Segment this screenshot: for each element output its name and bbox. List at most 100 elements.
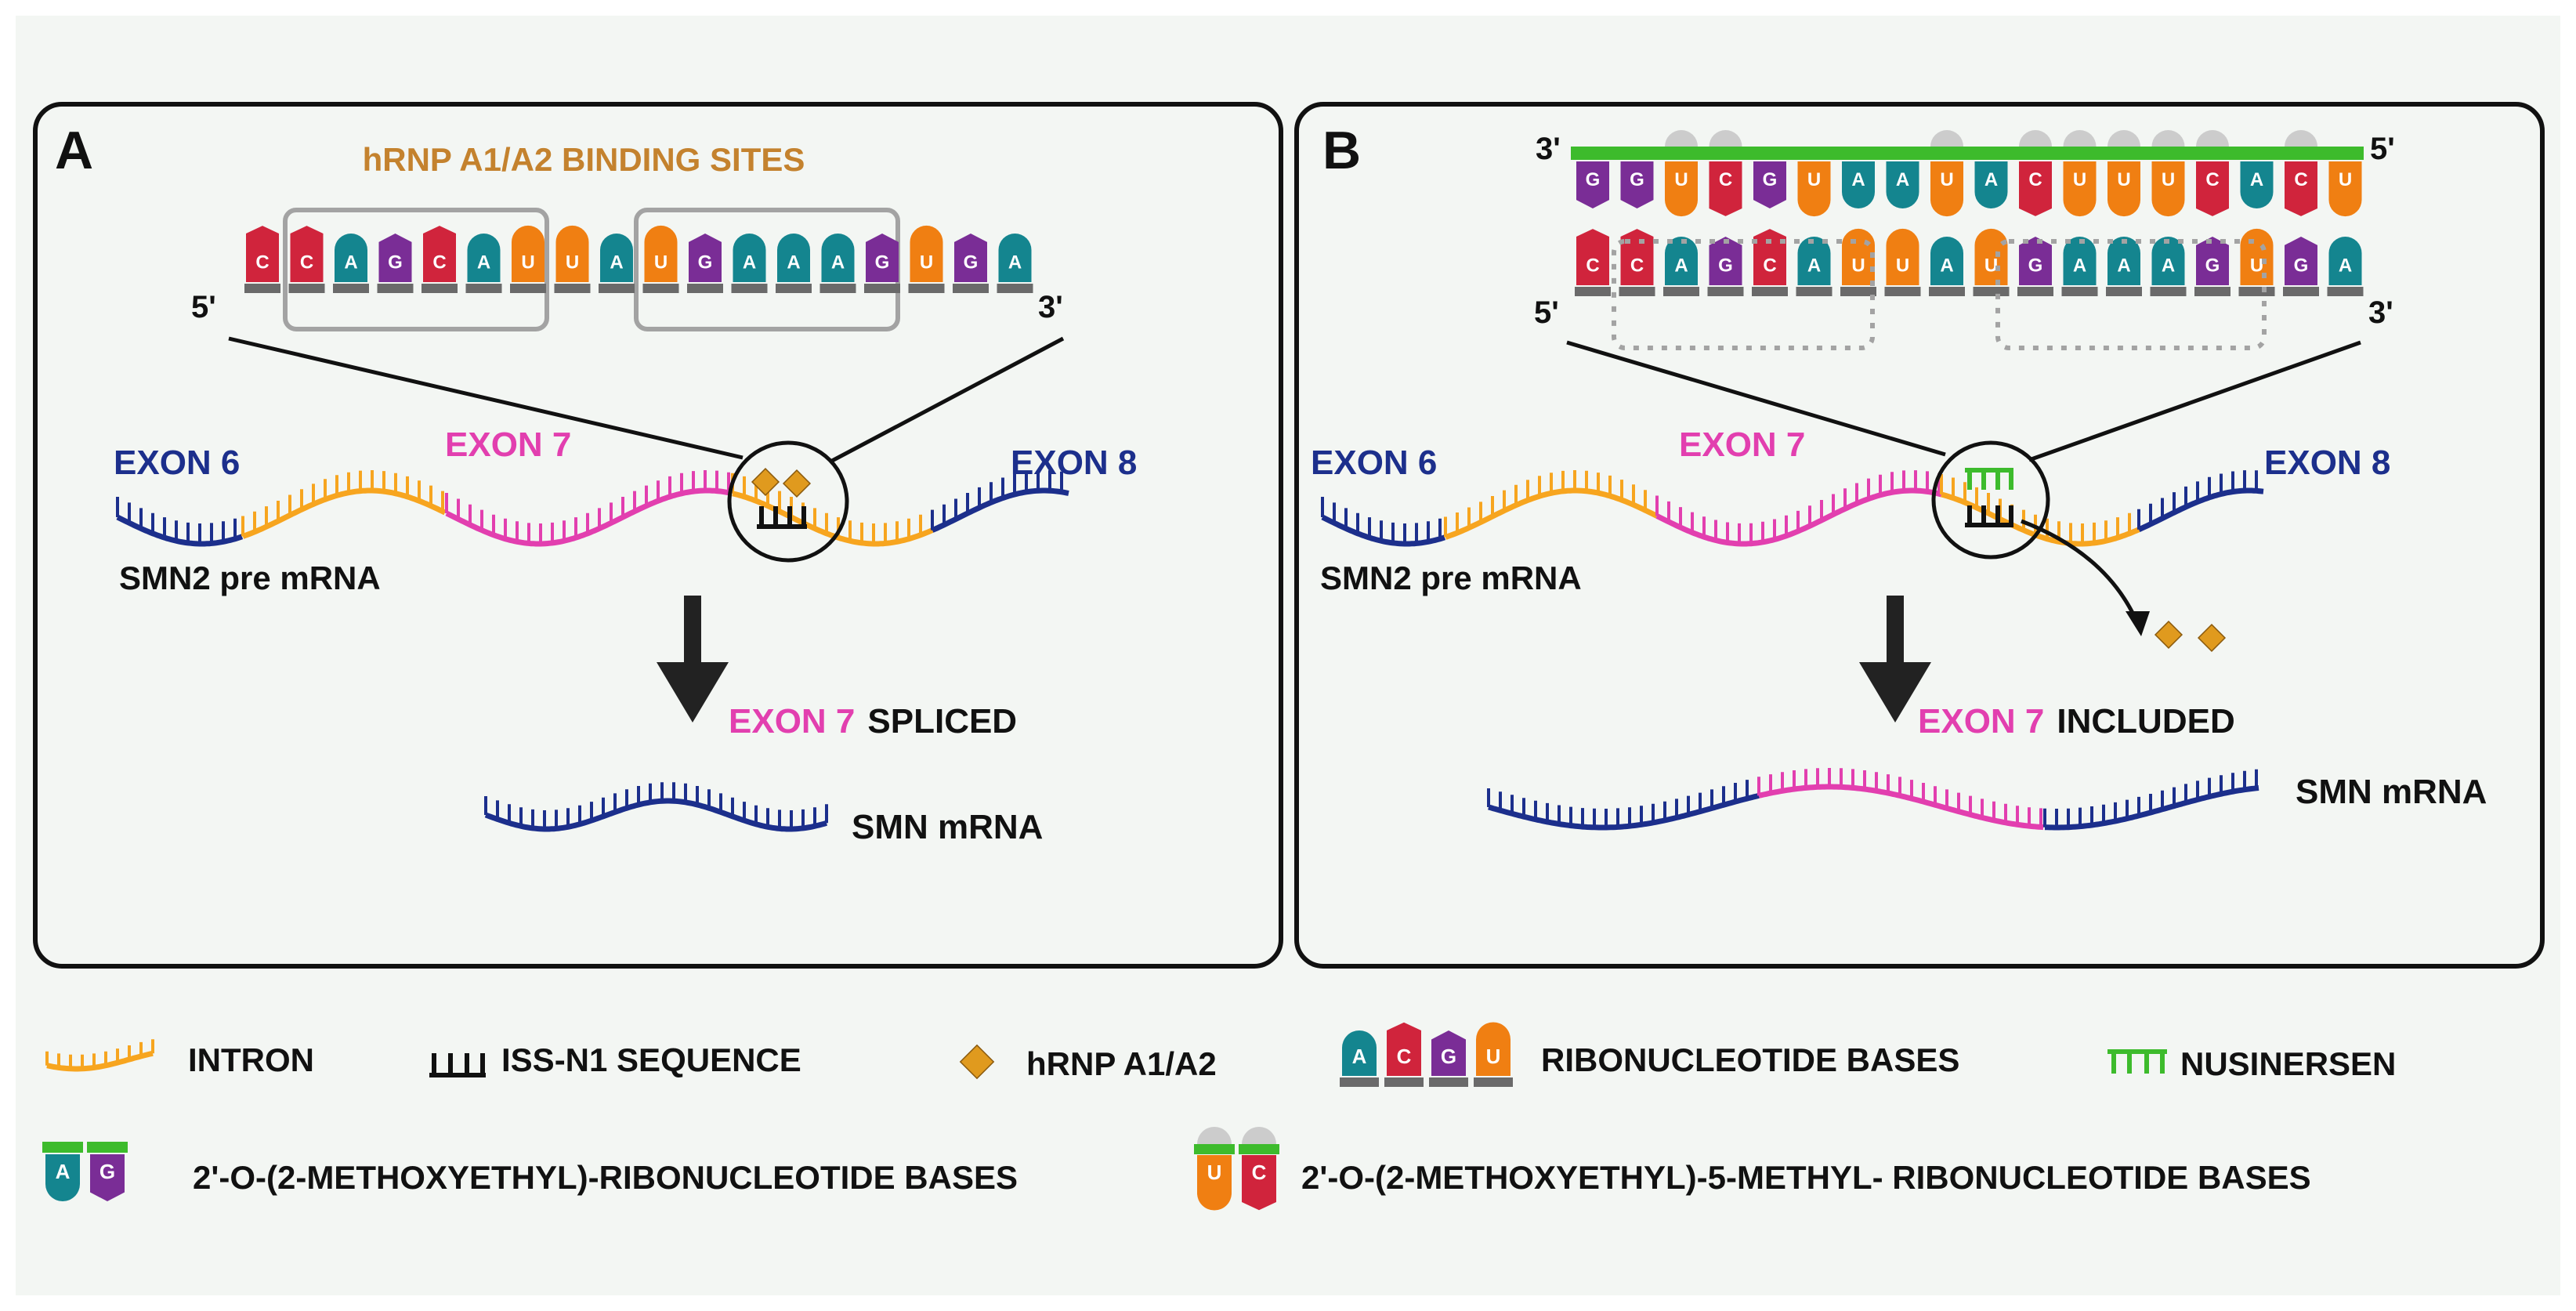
panel-b-5prime-label: 5' <box>1534 295 1559 330</box>
base-a: A <box>1886 161 1919 208</box>
base-letter: A <box>1352 1045 1367 1068</box>
base-u: U <box>2151 161 2185 217</box>
base-a: A <box>600 234 633 282</box>
base-a: A <box>335 234 367 282</box>
base-letter: G <box>875 252 890 273</box>
base-letter: A <box>2117 255 2130 277</box>
base-letter: A <box>610 252 623 273</box>
base-a: A <box>2063 237 2097 285</box>
base-letter: G <box>964 252 979 273</box>
exon8-label: EXON 8 <box>1011 444 1137 482</box>
base-a: A <box>1930 237 1963 285</box>
base-letter: U <box>654 252 668 273</box>
base-letter: A <box>1851 169 1865 190</box>
binding-sites-title: hRNP A1/A2 BINDING SITES <box>363 141 805 178</box>
base-letter: A <box>1807 255 1821 277</box>
backbone-segment <box>244 284 280 293</box>
base-a: A <box>45 1154 80 1201</box>
strand-segment <box>484 798 828 832</box>
legend-iss-label: ISS-N1 SEQUENCE <box>501 1041 801 1078</box>
strand-segment <box>2137 487 2264 532</box>
result-label: EXON 7 SPLICED <box>729 702 1017 741</box>
backbone-segment <box>642 284 679 293</box>
methyl-cap <box>2063 130 2097 147</box>
panel-a-3prime-label: 3' <box>1038 290 1063 324</box>
legend-ribonucleotide-label: RIBONUCLEOTIDE BASES <box>1541 1041 1959 1078</box>
base-g: G <box>1576 161 1609 208</box>
base-letter: U <box>566 252 579 273</box>
panel-b-frame <box>1294 102 2545 969</box>
backbone-segment <box>2283 287 2319 296</box>
base-g: G <box>378 234 412 282</box>
hrnp-a1a2-diamond <box>2154 620 2183 650</box>
base-letter: C <box>1586 255 1599 277</box>
base-g: G <box>1709 237 1742 285</box>
base-letter: G <box>99 1160 115 1183</box>
exon7-label: EXON 7 <box>445 426 571 464</box>
base-g: G <box>90 1154 125 1201</box>
strand-ticks <box>45 1039 154 1069</box>
panel-b-letter: B <box>1322 121 1361 180</box>
strand-ticks <box>1655 470 1941 544</box>
backbone-segment <box>1340 1077 1379 1087</box>
strand-ticks <box>241 470 444 537</box>
base-g: G <box>2019 237 2052 285</box>
base-letter: A <box>1674 255 1688 277</box>
base-letter: U <box>1984 255 1998 277</box>
exon8-label: EXON 8 <box>2264 444 2390 482</box>
base-letter: U <box>2339 169 2352 190</box>
moe-backbone <box>1194 1144 1235 1154</box>
base-letter: C <box>432 252 446 273</box>
exon7-label: EXON 7 <box>1679 426 1805 464</box>
backbone-segment <box>288 284 325 293</box>
zoom-circle <box>727 440 849 563</box>
backbone-segment <box>1429 1077 1468 1087</box>
backbone-segment <box>1929 287 1965 296</box>
base-letter: U <box>2117 169 2130 190</box>
base-letter: G <box>1586 169 1601 190</box>
base-letter: G <box>2028 255 2043 277</box>
result-word: SPLICED <box>867 702 1017 741</box>
base-u: U <box>555 225 589 282</box>
legend-moe-label: 2'-O-(2-METHOXYETHYL)-RIBONUCLEOTIDE BAS… <box>193 1159 1018 1196</box>
methyl-cap <box>2196 130 2229 147</box>
methyl-cap <box>1709 130 1742 147</box>
backbone-segment <box>554 284 591 293</box>
base-letter: U <box>1851 255 1865 277</box>
base-c: C <box>2285 161 2317 216</box>
base-letter: U <box>1896 255 1909 277</box>
base-u: U <box>1197 1155 1232 1211</box>
product-label: SMN mRNA <box>852 808 1043 846</box>
base-letter: U <box>1674 169 1688 190</box>
base-u: U <box>1797 161 1831 217</box>
backbone-segment <box>2238 287 2275 296</box>
base-a: A <box>2107 237 2140 285</box>
legend-nusinersen-icon <box>2107 1049 2167 1074</box>
base-u: U <box>1665 161 1698 217</box>
panel-a-frame <box>33 102 1283 969</box>
backbone-segment <box>2106 287 2142 296</box>
result-exon: EXON 7 <box>729 702 855 741</box>
product-label: SMN mRNA <box>2296 773 2487 811</box>
pre-mrna-label: SMN2 pre mRNA <box>119 560 381 596</box>
methyl-cap <box>2019 130 2052 147</box>
iss-n1-mark <box>757 506 807 529</box>
base-g: G <box>689 234 722 282</box>
base-letter: G <box>2294 255 2309 277</box>
backbone-segment <box>819 284 856 293</box>
top-3prime-label: 3' <box>1536 132 1561 166</box>
base-letter: A <box>2162 255 2175 277</box>
backbone-segment <box>776 284 812 293</box>
base-a: A <box>2328 237 2362 285</box>
base-letter: G <box>698 252 713 273</box>
backbone-segment <box>599 284 635 293</box>
methyl-cap <box>1930 130 1963 147</box>
backbone-segment <box>731 284 768 293</box>
backbone-segment <box>1384 1077 1424 1087</box>
exon6-label: EXON 6 <box>1311 444 1437 482</box>
legend-moe-5-methyl-label: 2'-O-(2-METHOXYETHYL)-5-METHYL- RIBONUCL… <box>1301 1159 2311 1196</box>
strand-ticks <box>1757 768 2042 828</box>
base-c: C <box>1576 229 1609 285</box>
result-word: INCLUDED <box>2057 702 2234 741</box>
